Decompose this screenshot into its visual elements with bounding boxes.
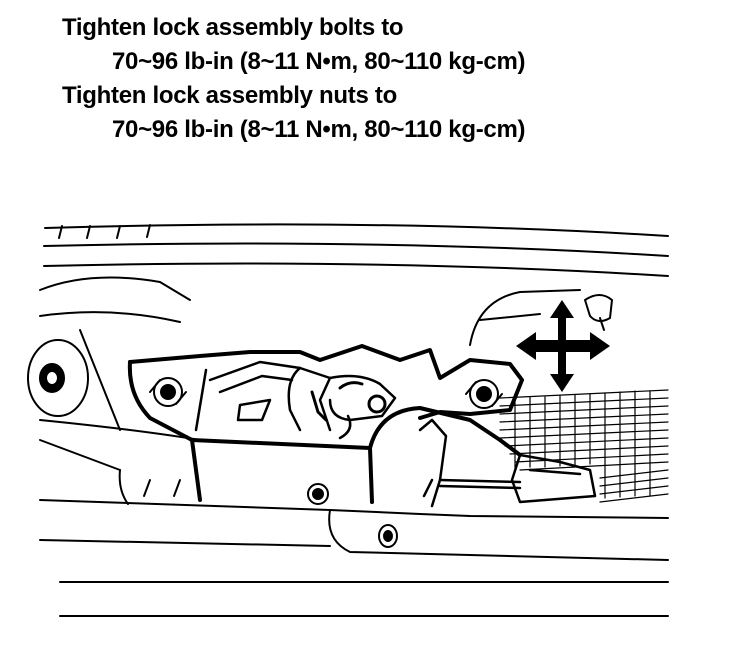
bolt-torque-value: 70~96 lb-in (8~11 N•m, 80~110 kg-cm) [112, 48, 526, 75]
upper-panel-lines [43, 223, 669, 277]
hex-bolt-icon [378, 524, 398, 548]
radiator-fins [499, 389, 669, 503]
nut-torque-heading: Tighten lock assembly nuts to [62, 82, 397, 109]
release-cable [418, 418, 597, 508]
lock-latch-plates [194, 360, 397, 440]
lower-support-panel [39, 469, 669, 561]
four-way-adjust-arrow-icon [516, 300, 610, 392]
hex-bolt-icon [149, 377, 187, 407]
left-mount-bolt-icon [27, 339, 89, 417]
lock-assembly-body [127, 344, 524, 504]
latch-hook [310, 381, 387, 422]
hex-bolt-icon [465, 379, 503, 409]
bottom-panel-lines [59, 581, 669, 617]
nut-torque-value: 70~96 lb-in (8~11 N•m, 80~110 kg-cm) [112, 116, 526, 143]
hex-bolt-icon [307, 483, 329, 505]
bolt-torque-heading: Tighten lock assembly bolts to [62, 14, 404, 41]
right-upper-bracket [469, 289, 613, 346]
